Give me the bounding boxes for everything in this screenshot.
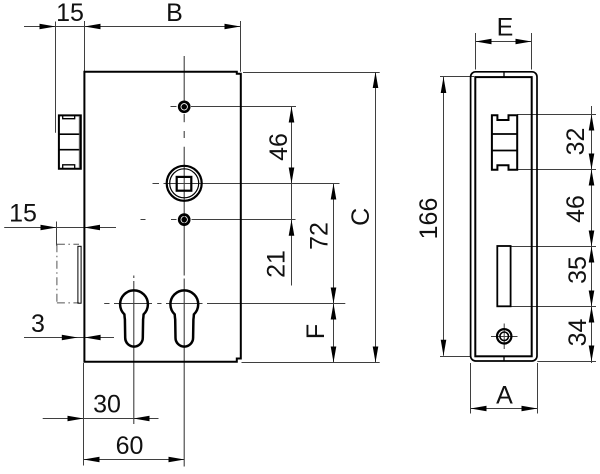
svg-text:32: 32 bbox=[562, 128, 590, 156]
svg-text:46: 46 bbox=[265, 133, 293, 161]
svg-text:C: C bbox=[347, 208, 375, 226]
svg-text:166: 166 bbox=[415, 198, 443, 240]
svg-text:F: F bbox=[302, 324, 330, 339]
svg-text:30: 30 bbox=[93, 391, 121, 419]
svg-text:A: A bbox=[496, 382, 513, 410]
svg-text:15: 15 bbox=[9, 200, 37, 228]
svg-text:15: 15 bbox=[56, 0, 84, 27]
svg-text:35: 35 bbox=[564, 256, 592, 284]
svg-text:21: 21 bbox=[263, 250, 291, 278]
svg-text:34: 34 bbox=[564, 319, 592, 347]
svg-text:46: 46 bbox=[562, 195, 590, 223]
svg-text:B: B bbox=[166, 0, 183, 27]
svg-text:72: 72 bbox=[306, 222, 334, 250]
svg-text:60: 60 bbox=[116, 432, 144, 460]
svg-text:E: E bbox=[497, 14, 514, 42]
svg-text:3: 3 bbox=[31, 310, 45, 338]
